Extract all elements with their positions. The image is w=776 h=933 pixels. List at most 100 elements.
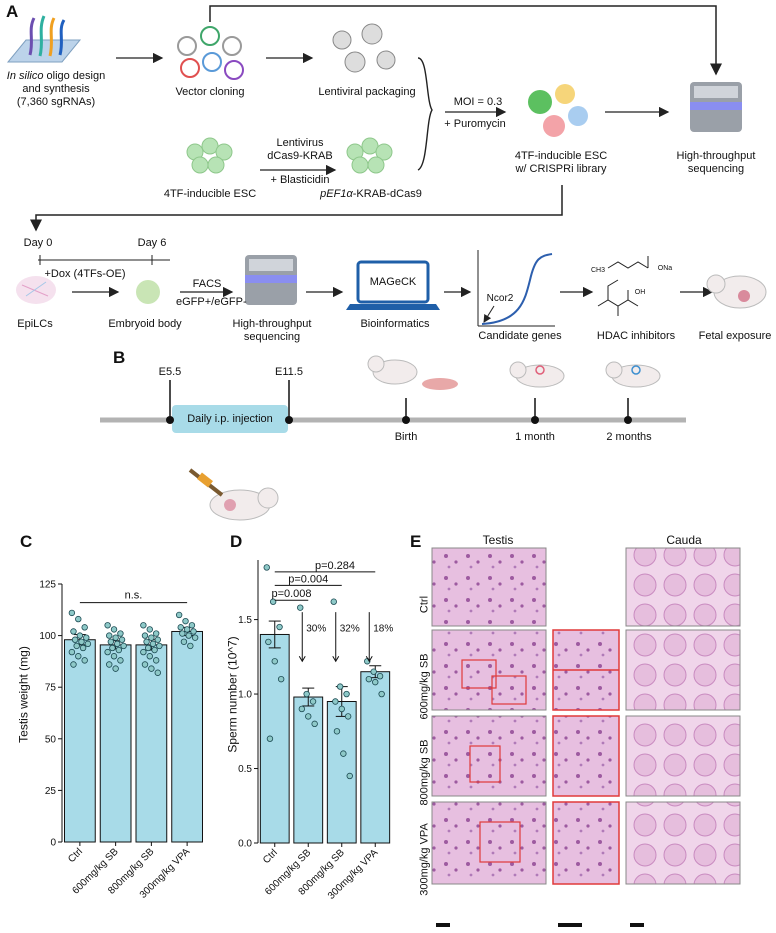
data-point	[188, 622, 196, 629]
data-point	[149, 640, 157, 648]
data-point	[297, 604, 304, 611]
data-point	[179, 630, 186, 637]
data-point	[277, 675, 285, 683]
inset-image	[552, 715, 620, 797]
data-point	[336, 683, 344, 690]
p-value-label: p=0.004	[288, 573, 328, 585]
y-tick-label: 50	[45, 734, 57, 745]
data-point	[112, 665, 119, 672]
reduction-arrowhead	[332, 656, 340, 663]
data-point	[182, 617, 189, 625]
data-point	[343, 690, 350, 698]
data-point	[346, 772, 353, 780]
y-tick-label: 0	[50, 838, 56, 849]
data-point	[106, 661, 113, 668]
egfp-label: eGFP+/eGFP-	[176, 296, 247, 308]
data-point	[370, 668, 377, 675]
data-point	[156, 642, 163, 650]
embryoid-label: Embryoid body	[108, 318, 182, 330]
data-point	[332, 698, 339, 705]
bar	[360, 671, 391, 844]
injection-label: Daily i.p. injection	[187, 413, 273, 425]
data-point	[70, 628, 77, 635]
blasticidin-label: + Blasticidin	[270, 174, 330, 186]
data-point	[271, 658, 278, 665]
female-mouse-icon	[509, 361, 565, 388]
data-point	[70, 661, 77, 668]
row-label-300vpa: 300mg/kg VPA	[418, 823, 431, 896]
data-point	[191, 634, 199, 641]
vector-cloning-label: Vector cloning	[175, 86, 245, 98]
zoom-box	[491, 675, 527, 705]
data-point	[303, 690, 310, 698]
bar	[135, 644, 168, 843]
data-point	[75, 615, 82, 623]
bar	[326, 701, 357, 844]
ns-label: n.s.	[125, 590, 143, 602]
epilcs-icon	[16, 276, 56, 304]
fetal-label: Fetal exposure	[698, 330, 772, 342]
data-point	[298, 705, 306, 713]
data-point	[340, 750, 347, 757]
y-tick-label: 1.0	[238, 690, 252, 701]
scale-bar	[436, 923, 450, 927]
data-point	[110, 626, 118, 633]
pef1a-label: pEF1α-KRAB-dCas9	[320, 188, 422, 200]
data-point	[180, 638, 188, 645]
data-point	[154, 636, 161, 643]
data-point	[185, 632, 192, 639]
cauda-image	[625, 715, 741, 797]
injection-box	[172, 405, 288, 433]
data-point	[104, 648, 111, 656]
data-point	[177, 624, 184, 631]
y-tick-label: 100	[39, 631, 56, 642]
panel-letter-c: C	[20, 532, 33, 551]
data-point	[152, 630, 160, 637]
facs-label: FACS	[192, 278, 222, 290]
chem-na-label: ONa	[657, 265, 673, 272]
data-point	[365, 675, 373, 683]
testis-image	[431, 801, 547, 885]
lentivirus-icons	[332, 23, 396, 73]
zoom-box	[479, 821, 521, 863]
p-value-label: p=0.008	[271, 588, 311, 600]
inset-image	[552, 801, 620, 885]
sequencer-icon-2	[245, 255, 297, 305]
moi-label: MOI = 0.3	[453, 96, 503, 108]
reduction-arrowhead	[298, 656, 306, 663]
y-tick-label: 0.5	[238, 764, 252, 775]
row-label-ctrl: Ctrl	[418, 595, 431, 614]
lentiviral-packaging-label: Lentiviral packaging	[318, 86, 416, 98]
data-point	[330, 598, 337, 605]
candidate-label: Candidate genes	[478, 330, 562, 342]
scale-bar	[558, 923, 582, 927]
data-point	[183, 626, 191, 633]
data-point	[112, 634, 119, 641]
data-point	[376, 672, 384, 680]
epilcs-label: EpiLCs	[17, 318, 53, 330]
e115-label: E11.5	[275, 366, 303, 378]
reduction-label: 32%	[340, 623, 360, 634]
zoom-box	[461, 659, 497, 689]
data-point	[68, 648, 76, 656]
data-point	[75, 653, 82, 660]
data-point	[338, 705, 345, 713]
data-point	[78, 638, 85, 645]
mother-pups-icon	[367, 355, 458, 390]
data-point	[83, 634, 90, 641]
dox-label: +Dox (4TFs-OE)	[44, 268, 126, 280]
data-point	[71, 636, 79, 643]
data-point	[344, 713, 352, 720]
hdac-label: HDAC inhibitors	[596, 330, 676, 342]
data-point	[118, 636, 126, 643]
data-point	[117, 657, 124, 664]
hdac-chem-structure	[597, 256, 649, 316]
reduction-label: 18%	[373, 623, 393, 634]
